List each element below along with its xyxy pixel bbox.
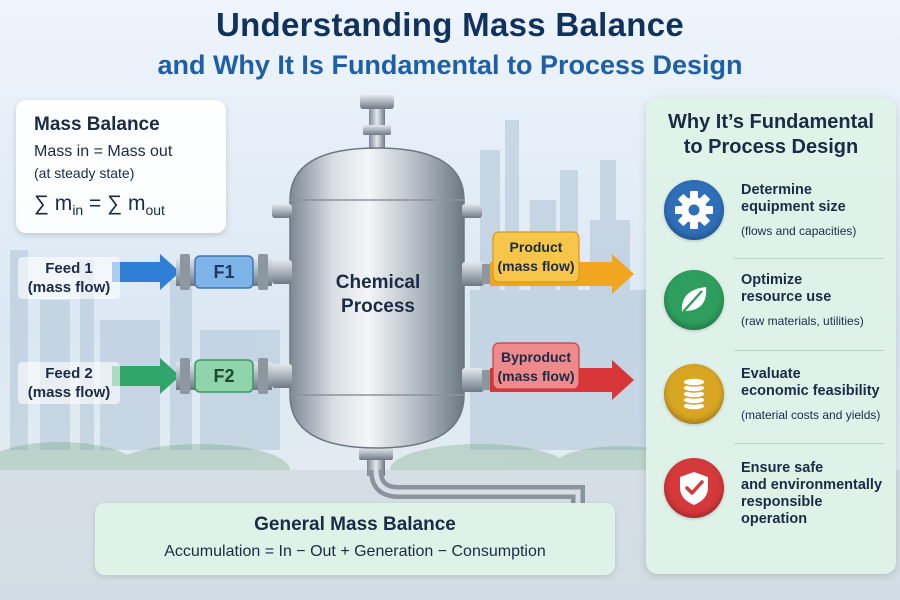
shield-check-icon <box>664 458 724 518</box>
divider <box>734 350 884 351</box>
divider <box>734 443 884 444</box>
divider <box>734 258 884 259</box>
valve-f1[interactable]: F1 <box>213 262 235 282</box>
page-title: Understanding Mass Balance <box>215 6 685 43</box>
general-mass-balance-equation: Accumulation = In − Out + Generation − C… <box>164 543 546 560</box>
feed-1-arrow <box>112 254 180 290</box>
mass-balance-panel: Mass Balance Mass in = Mass out (at stea… <box>16 100 226 233</box>
page-subtitle: and Why It Is Fundamental to Process Des… <box>157 50 743 80</box>
feed-2-label: Feed 2(mass flow) <box>18 362 120 404</box>
coins-icon <box>664 364 724 424</box>
mass-balance-statement: Mass in = Mass out <box>34 143 173 160</box>
valve-f2[interactable]: F2 <box>213 366 235 386</box>
byproduct-label: Byproduct(mass flow) <box>497 349 575 384</box>
general-mass-balance-heading: General Mass Balance <box>254 514 456 535</box>
mass-balance-heading: Mass Balance <box>34 114 160 135</box>
gear-icon <box>664 180 724 240</box>
feed-2-arrow <box>112 358 180 394</box>
leaf-icon <box>664 270 724 330</box>
product-label: Product(mass flow) <box>497 239 575 274</box>
feed-1-label: Feed 1(mass flow) <box>18 257 120 299</box>
steady-state-note: (at steady state) <box>34 165 135 181</box>
mass-balance-equation: ∑ min = ∑ mout <box>34 192 165 219</box>
general-mass-balance-panel: General Mass Balance Accumulation = In −… <box>95 503 615 575</box>
